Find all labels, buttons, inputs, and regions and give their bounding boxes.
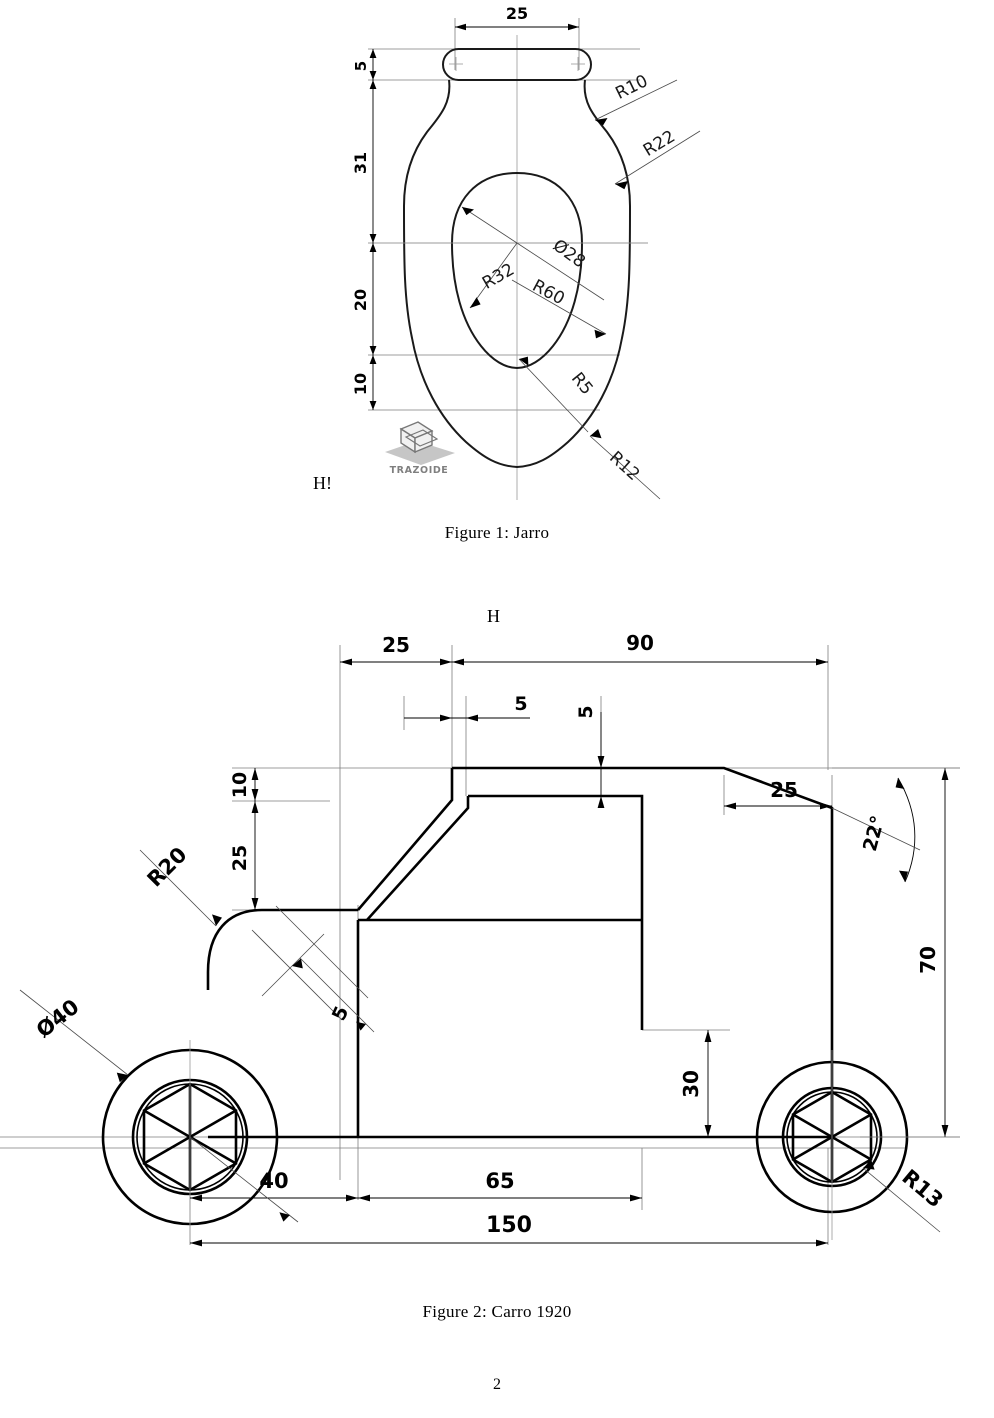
figure2-label-90: 90	[626, 631, 654, 655]
vase-rim-center-marks	[449, 57, 585, 71]
page-number: 2	[493, 1376, 501, 1393]
figure1-label-height-31: 31	[351, 152, 370, 174]
figure2-label-d40: Ø40	[32, 995, 84, 1043]
figure2-label-70: 70	[916, 946, 940, 974]
figure1-leader-d28	[516, 242, 605, 301]
figure2-label-150: 150	[486, 1213, 532, 1238]
dim-65	[358, 1194, 642, 1202]
figure-1-caption: Figure 1: Jarro	[444, 523, 550, 542]
car-hood-fender-curve	[206, 908, 358, 990]
dim-body-depth-30	[704, 1030, 712, 1137]
figure1-leader-r60	[511, 279, 607, 339]
figure-2-caption: Figure 2: Carro 1920	[422, 1302, 572, 1321]
dim-roof-thickness-5	[597, 712, 605, 808]
figure2-dim-thickness-5	[251, 905, 375, 1033]
trazoide-logo-text: TRAZOIDE	[390, 465, 449, 476]
dim-overall-length-150	[190, 1239, 828, 1247]
dim-rear-angle-22	[831, 777, 921, 883]
figure1-label-height-20: 20	[351, 289, 370, 311]
figure1-label-r32: R32	[479, 260, 518, 294]
vase-body-outline	[402, 79, 632, 469]
figure2-label-22-deg: 22°	[859, 813, 890, 853]
dim-body-length-90	[452, 658, 828, 666]
figure2-label-10: 10	[229, 772, 251, 798]
figure1-width-dim	[454, 18, 580, 70]
figure1-extension-lines	[368, 48, 648, 411]
vase-rim	[442, 48, 592, 81]
dim-overall-height-70	[832, 767, 960, 1138]
rear-wheel	[755, 1050, 909, 1240]
figure-1-drawing: 5 31 20 10 25	[351, 4, 701, 500]
margin-letter-h: H	[487, 606, 500, 626]
figure2-label-r13: R13	[897, 1165, 947, 1213]
car-lower-body-box	[356, 918, 642, 1137]
figure1-label-r10: R10	[612, 71, 651, 104]
figure2-label-5-horizontal: 5	[514, 693, 527, 715]
figure1-label-r5: R5	[567, 369, 597, 399]
figure2-label-r20: R20	[143, 843, 192, 892]
figure2-label-40: 40	[259, 1169, 288, 1193]
dim-cowl-height-25	[251, 801, 259, 910]
figure2-label-65: 65	[485, 1169, 514, 1193]
figure-1-jarro: 5 31 20 10 25	[0, 0, 994, 542]
figure1-leader-r32	[461, 206, 518, 309]
figure1-label-r60: R60	[529, 276, 568, 309]
figure2-label-25-cowl: 25	[229, 845, 251, 871]
figure2-label-25-rear: 25	[770, 778, 798, 802]
figure2-label-thickness-5: 5	[328, 1003, 354, 1024]
dim-front-overhang-25	[340, 658, 452, 666]
figure1-leader-r12	[589, 429, 661, 500]
figure2-leader-r13	[862, 1160, 941, 1233]
figure-2-carro-1920: 25 90 5 5	[0, 600, 994, 1321]
figure2-label-30: 30	[679, 1070, 703, 1098]
front-wheel	[101, 1040, 279, 1240]
figure1-label-width-25: 25	[506, 4, 528, 23]
figure1-label-height-10: 10	[351, 373, 370, 395]
car-windshield-inner	[366, 796, 470, 921]
dim-hood-height-10	[251, 768, 259, 801]
car-cabin-roof-inner	[468, 794, 644, 1030]
dim-rear-slope-25	[724, 802, 832, 810]
trazoide-watermark: TRAZOIDE	[385, 421, 455, 476]
figure-2-drawing: 25 90 5 5	[0, 631, 960, 1247]
figure1-label-height-5: 5	[352, 61, 370, 71]
figure2-label-5-vertical: 5	[575, 705, 597, 718]
figure1-leader-r22	[614, 130, 701, 190]
car-windshield-outer	[357, 768, 454, 911]
margin-letter-h-exclaim: H!	[313, 473, 332, 493]
figure1-vertical-dim-chain	[369, 49, 377, 410]
car-body-outline	[452, 766, 834, 1137]
figure1-leader-r5	[518, 356, 589, 433]
dim-pillar-thickness-5	[404, 714, 530, 722]
figure2-label-25-front: 25	[382, 633, 410, 657]
dim-40	[190, 1194, 358, 1202]
figure1-label-r22: R22	[640, 127, 679, 161]
figure1-leader-r10	[594, 79, 678, 126]
figure2-leader-d40	[19, 989, 299, 1223]
figure2-leader-r20	[139, 849, 222, 927]
